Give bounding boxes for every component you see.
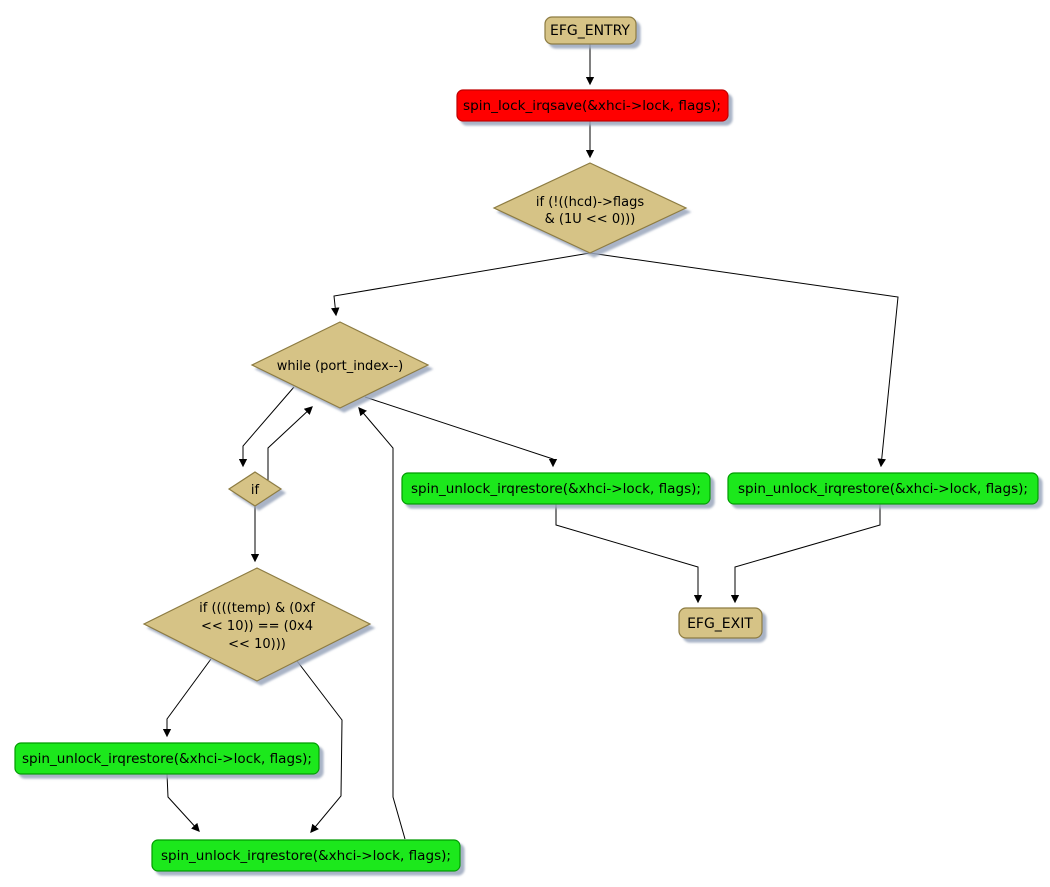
node-unlock-right: spin_unlock_irqrestore(&xhci->lock, flag…: [727, 472, 1039, 505]
node-cond-hcd: if (!((hcd)->flags & (1U << 0))): [492, 162, 688, 254]
edge-unlock-right-to-exit: [730, 504, 881, 604]
exit-label: EFG_EXIT: [687, 616, 753, 632]
cond-temp-line-1: if ((((temp) & (0xf: [199, 601, 315, 616]
entry-box: [544, 16, 637, 45]
unlock-left-label: spin_unlock_irqrestore(&xhci->lock, flag…: [22, 752, 312, 767]
node-while: while (port_index--): [250, 321, 430, 409]
node-entry: EFG_ENTRY: [544, 16, 637, 45]
node-lock: spin_lock_irqsave(&xhci->lock, flags);: [456, 89, 729, 122]
node-unlock-bottom: spin_unlock_irqrestore(&xhci->lock, flag…: [151, 839, 461, 872]
edge-unlock-mid-to-exit: [555, 504, 703, 604]
edge-if-inner-to-while-loopback: [267, 406, 313, 485]
cond-hcd-diamond: [492, 162, 688, 254]
lock-label: spin_lock_irqsave(&xhci->lock, flags);: [463, 99, 721, 114]
edges: [162, 44, 899, 840]
cond-hcd-line-1: if (!((hcd)->flags: [536, 195, 644, 210]
cond-temp-diamond: [142, 567, 372, 682]
unlock-mid-box: [401, 472, 711, 505]
node-unlock-mid: spin_unlock_irqrestore(&xhci->lock, flag…: [401, 472, 711, 505]
while-diamond: [250, 321, 430, 409]
cond-temp-line-3: << 10))): [228, 637, 286, 652]
unlock-bottom-label: spin_unlock_irqrestore(&xhci->lock, flag…: [161, 849, 451, 864]
if-inner-label: if: [251, 483, 260, 498]
unlock-right-box: [727, 472, 1039, 505]
node-if-inner: if: [227, 471, 283, 507]
lock-box: [456, 89, 729, 122]
edge-while-to-if-inner: [238, 386, 295, 468]
unlock-mid-label: spin_unlock_irqrestore(&xhci->lock, flag…: [411, 482, 701, 497]
edge-cond-temp-to-unlock-bottom: [296, 660, 343, 833]
node-unlock-left: spin_unlock_irqrestore(&xhci->lock, flag…: [14, 742, 320, 775]
edge-cond-hcd-to-while: [331, 252, 591, 317]
if-inner-diamond: [227, 471, 283, 507]
unlock-left-box: [14, 742, 320, 775]
node-cond-temp: if ((((temp) & (0xf << 10)) == (0x4 << 1…: [142, 567, 372, 682]
unlock-right-label: spin_unlock_irqrestore(&xhci->lock, flag…: [738, 482, 1028, 497]
cond-hcd-line-2: & (1U << 0))): [545, 212, 636, 227]
edge-cond-temp-to-unlock-left: [162, 658, 212, 738]
edge-while-to-unlock-mid: [364, 396, 558, 468]
cond-temp-line-2: << 10)) == (0x4: [201, 619, 313, 634]
exit-box: [678, 607, 763, 639]
unlock-bottom-box: [151, 839, 461, 872]
while-label: while (port_index--): [277, 359, 403, 374]
edge-cond-hcd-to-unlock-right: [589, 252, 899, 468]
edge-unlock-left-to-unlock-bottom: [166, 773, 200, 832]
edge-unlock-bottom-to-while-loopback: [358, 407, 406, 840]
entry-label: EFG_ENTRY: [550, 23, 630, 39]
node-exit: EFG_EXIT: [678, 607, 763, 639]
